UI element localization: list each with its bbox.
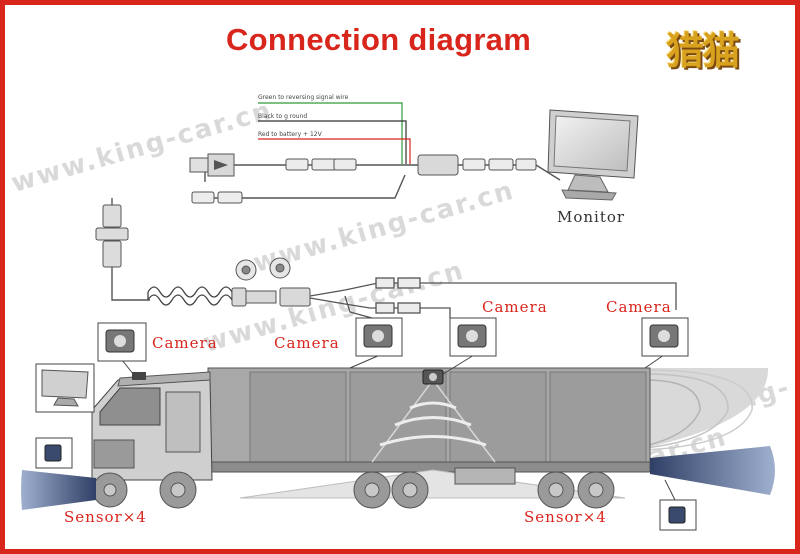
truck-cab [91,371,213,481]
sensor-icon [659,499,697,531]
connector-pair [191,191,243,204]
trailer-plug [231,257,311,307]
monitor-icon [35,363,95,413]
monitor-icon [547,109,639,201]
power-harness [111,102,561,301]
trailer-wheels [353,467,615,509]
camera-label-side: Camera [274,334,340,352]
power-plug [189,153,235,177]
diagram-title: Connection diagram [226,22,532,57]
rear-sensor-range [644,368,769,451]
sensor-icon [35,437,73,469]
connector-pair [285,154,537,176]
wire-label-red: Red to battery + 12V [258,131,322,138]
camera-icon [422,369,444,385]
camera-label-mid: Camera [482,298,548,316]
coiled-cable [147,286,233,306]
wire-label-green: Green to reversing signal wire [258,94,349,101]
coupler-socket [95,204,129,268]
sensor-label-front: Sensor×4 [64,508,147,526]
sensor-label-rear: Sensor×4 [524,508,607,526]
truck-wheels [92,471,197,509]
camera-icon [97,322,147,362]
wire-label-black: Black to g round [258,113,308,120]
rear-sensor-beam [650,446,775,495]
camera-icon [355,317,403,357]
ground-view-range [239,469,626,499]
brand-logo: 猎猫 [666,29,740,73]
camera-label-cab: Camera [152,334,218,352]
front-sensor-range [21,470,96,510]
camera-view-range [371,379,496,463]
camera-label-rear: Camera [606,298,672,316]
monitor-label: Monitor [557,208,626,226]
camera-icon [449,317,497,357]
camera-icon [641,317,689,357]
camera-harness [309,277,677,319]
